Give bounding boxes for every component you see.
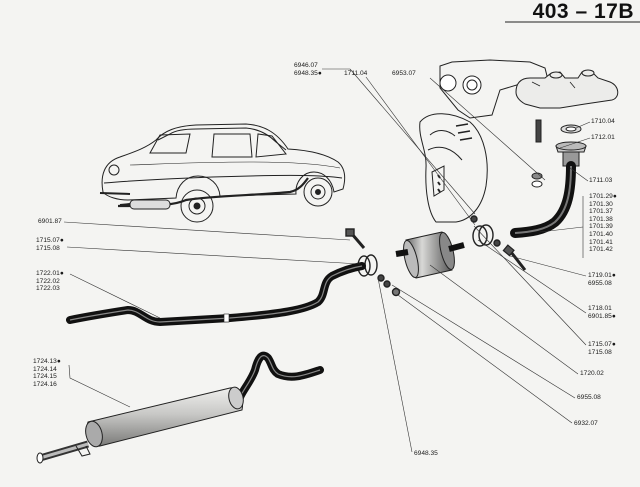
- car-illustration: [99, 123, 346, 223]
- clamp-set-left: [345, 228, 401, 297]
- callout-6901-87: 6901.87: [38, 218, 62, 225]
- callout-1722-group: 1722.01● 1722.02 1722.03: [36, 270, 64, 293]
- front-downpipe: [510, 161, 576, 238]
- bolt-right: [502, 244, 527, 271]
- tailpipe: [36, 440, 91, 464]
- callout-1719-group: 1719.01● 6955.08: [588, 272, 616, 287]
- callout-1711-04: 1711.04: [344, 70, 368, 77]
- callout-1720: 1720.02: [580, 370, 604, 377]
- callout-6946: 6946.07 6948.35●: [294, 62, 322, 77]
- callout-6948: 6948.35: [414, 450, 438, 457]
- leader-lines: [63, 68, 591, 453]
- callout-6932: 6932.07: [574, 420, 598, 427]
- intermediate-pipe: [66, 262, 366, 327]
- callout-1718-group: 1718.01 6901.85●: [588, 305, 616, 320]
- front-silencer: [395, 231, 465, 279]
- rear-muffler: [85, 386, 244, 448]
- rear-pipe-highlight: [236, 355, 321, 407]
- page-header: 403 – 17B: [532, 0, 634, 23]
- callout-1711-03: 1711.03: [589, 177, 613, 184]
- callout-6955: 6955.08: [577, 394, 601, 401]
- clamp-set-right: [470, 215, 501, 247]
- callout-6953: 6953.07: [392, 70, 416, 77]
- manifold-fittings: [531, 119, 587, 188]
- callout-1712: 1712.01: [591, 134, 615, 141]
- callout-1710: 1710.04: [591, 118, 615, 125]
- callout-1724-group: 1724.13● 1724.14 1724.15 1724.16: [33, 358, 61, 388]
- callout-1715-right: 1715.07● 1715.08: [588, 341, 616, 356]
- front-downpipe-highlight: [514, 165, 572, 234]
- callout-1701-group: 1701.29● 1701.30 1701.37 1701.38 1701.39…: [589, 193, 617, 254]
- exhaust-manifold: [515, 69, 619, 109]
- intermediate-pipe-highlight: [69, 265, 363, 323]
- pipe-joint: [223, 313, 230, 323]
- engine-block: [419, 59, 549, 223]
- callout-1715-left: 1715.07● 1715.08: [36, 237, 64, 252]
